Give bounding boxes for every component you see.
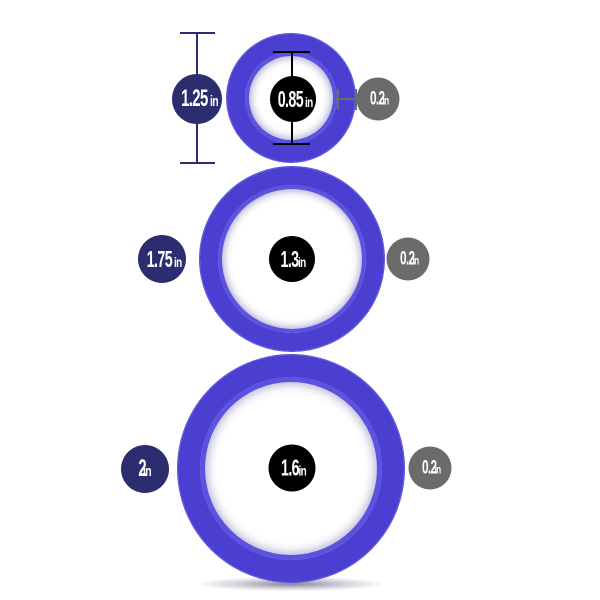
inner-diameter-value: 0.85 <box>278 85 304 112</box>
inner-diameter-value: 1.6 <box>280 454 300 481</box>
outer-diameter-unit: in <box>174 254 182 271</box>
outer-dimension-line-top-cap <box>180 32 215 34</box>
inner-diameter-unit: in <box>298 254 306 271</box>
outer-dimension-line-bottom-cap <box>180 162 215 164</box>
inner-dimension-line-bottom-cap <box>273 143 310 145</box>
thickness-unit: in <box>382 94 389 107</box>
outer-diameter-unit: in <box>209 94 219 110</box>
thickness-unit: in <box>412 254 419 267</box>
outer-diameter-unit: in <box>142 464 152 480</box>
thickness-unit: in <box>434 463 441 476</box>
inner-diameter-value: 1.3 <box>280 245 300 272</box>
thickness-line-horizontal <box>337 98 356 100</box>
thickness-value: 0.2 <box>421 457 437 478</box>
outer-diameter-value: 1.75 <box>147 245 173 272</box>
thickness-line-right-cap <box>355 89 357 110</box>
inner-diameter-unit: in <box>298 463 306 480</box>
thickness-value: 0.2 <box>399 248 415 269</box>
thickness-line-left-cap <box>337 89 339 110</box>
thickness-value: 0.2 <box>369 88 385 109</box>
outer-diameter-value: 1.25 <box>181 85 208 112</box>
inner-dimension-line-top-cap <box>273 51 310 53</box>
ring-large-shadow <box>200 577 382 591</box>
inner-diameter-unit: in <box>305 94 313 111</box>
outer-diameter-value: 2 <box>138 455 147 482</box>
